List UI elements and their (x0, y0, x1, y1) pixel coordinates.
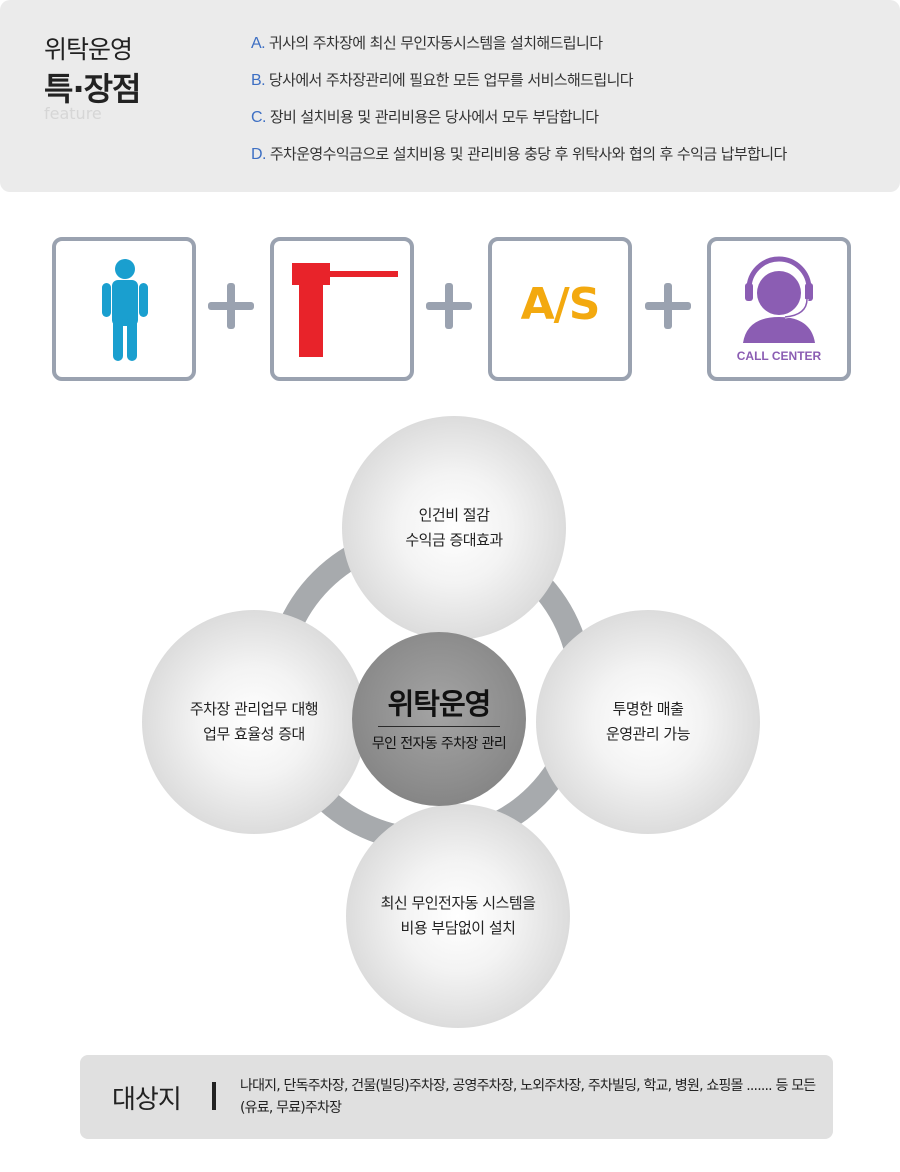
center-divider (378, 725, 500, 727)
benefit-bottom-line1: 최신 무인전자동 시스템을 (380, 894, 536, 912)
feature-item-letter: A. (251, 35, 266, 52)
feature-item-c: C.장비 설치비용 및 관리비용은 당사에서 모두 부담합니다 (251, 105, 787, 142)
feature-item-text: 당사에서 주차장관리에 필요한 모든 업무를 서비스해드립니다 (268, 71, 634, 89)
feature-item-letter: B. (251, 72, 266, 89)
benefit-circle-bottom: 최신 무인전자동 시스템을 비용 부담없이 설치 (346, 804, 570, 1028)
target-label: 대상지 (112, 1085, 182, 1115)
center-circle: 위탁운영 무인 전자동 주차장 관리 (352, 632, 526, 806)
feature-panel: 위탁운영 특·장점 feature A.귀사의 주차장에 최신 무인자동시스템을… (0, 0, 900, 192)
benefit-diagram: 인건비 절감 수익금 증대효과 주차장 관리업무 대행 업무 효율성 증대 투명… (0, 400, 900, 1040)
benefit-right-line2: 운영관리 가능 (605, 725, 691, 743)
call-center-icon (743, 256, 815, 343)
as-icon-box: A/S (488, 237, 632, 381)
benefit-circle-right: 투명한 매출 운영관리 가능 (536, 610, 760, 834)
person-icon-box (52, 237, 196, 381)
barrier-icon-box (270, 237, 414, 381)
feature-item-letter: C. (251, 109, 266, 126)
call-center-label: CALL CENTER (736, 349, 822, 363)
feature-item-b: B.당사에서 주차장관리에 필요한 모든 업무를 서비스해드립니다 (251, 68, 787, 105)
as-service-icon: A/S (520, 279, 601, 330)
benefit-circle-left: 주차장 관리업무 대행 업무 효율성 증대 (142, 610, 366, 834)
feature-item-text: 장비 설치비용 및 관리비용은 당사에서 모두 부담합니다 (269, 108, 599, 126)
benefit-left-line1: 주차장 관리업무 대행 (189, 700, 319, 718)
feature-item-text: 주차운영수익금으로 설치비용 및 관리비용 충당 후 위탁사와 협의 후 수익금… (269, 145, 787, 163)
benefit-right-line1: 투명한 매출 (612, 700, 684, 718)
feature-item-a: A.귀사의 주차장에 최신 무인자동시스템을 설치해드립니다 (251, 31, 787, 68)
benefit-top-line2: 수익금 증대효과 (405, 531, 503, 549)
benefit-circle-top: 인건비 절감 수익금 증대효과 (342, 416, 566, 640)
feature-title-line2: 특·장점 (44, 70, 141, 108)
feature-subtitle: feature (44, 104, 102, 123)
plus-icon (645, 283, 691, 329)
benefit-left-line2: 업무 효율성 증대 (203, 725, 305, 743)
feature-list: A.귀사의 주차장에 최신 무인자동시스템을 설치해드립니다 B.당사에서 주차… (251, 31, 787, 179)
benefit-bottom-line2: 비용 부담없이 설치 (400, 919, 516, 937)
benefit-top-line1: 인건비 절감 (418, 506, 490, 524)
target-text: 나대지, 단독주차장, 건물(빌딩)주차장, 공영주차장, 노외주차장, 주차빌… (240, 1078, 816, 1116)
call-center-icon-box: CALL CENTER (707, 237, 851, 381)
target-divider (212, 1082, 216, 1110)
plus-icon (426, 283, 472, 329)
feature-title-line1: 위탁운영 (44, 35, 133, 64)
person-icon (102, 259, 148, 361)
feature-item-d: D.주차운영수익금으로 설치비용 및 관리비용 충당 후 위탁사와 협의 후 수… (251, 142, 787, 179)
plus-icon (208, 283, 254, 329)
center-title: 위탁운영 (387, 686, 492, 721)
target-bar: 대상지 나대지, 단독주차장, 건물(빌딩)주차장, 공영주차장, 노외주차장,… (80, 1055, 833, 1139)
center-subtitle: 무인 전자동 주차장 관리 (371, 735, 507, 752)
parking-barrier-icon (292, 263, 398, 357)
feature-item-text: 귀사의 주차장에 최신 무인자동시스템을 설치해드립니다 (268, 34, 603, 52)
feature-item-letter: D. (251, 146, 266, 163)
